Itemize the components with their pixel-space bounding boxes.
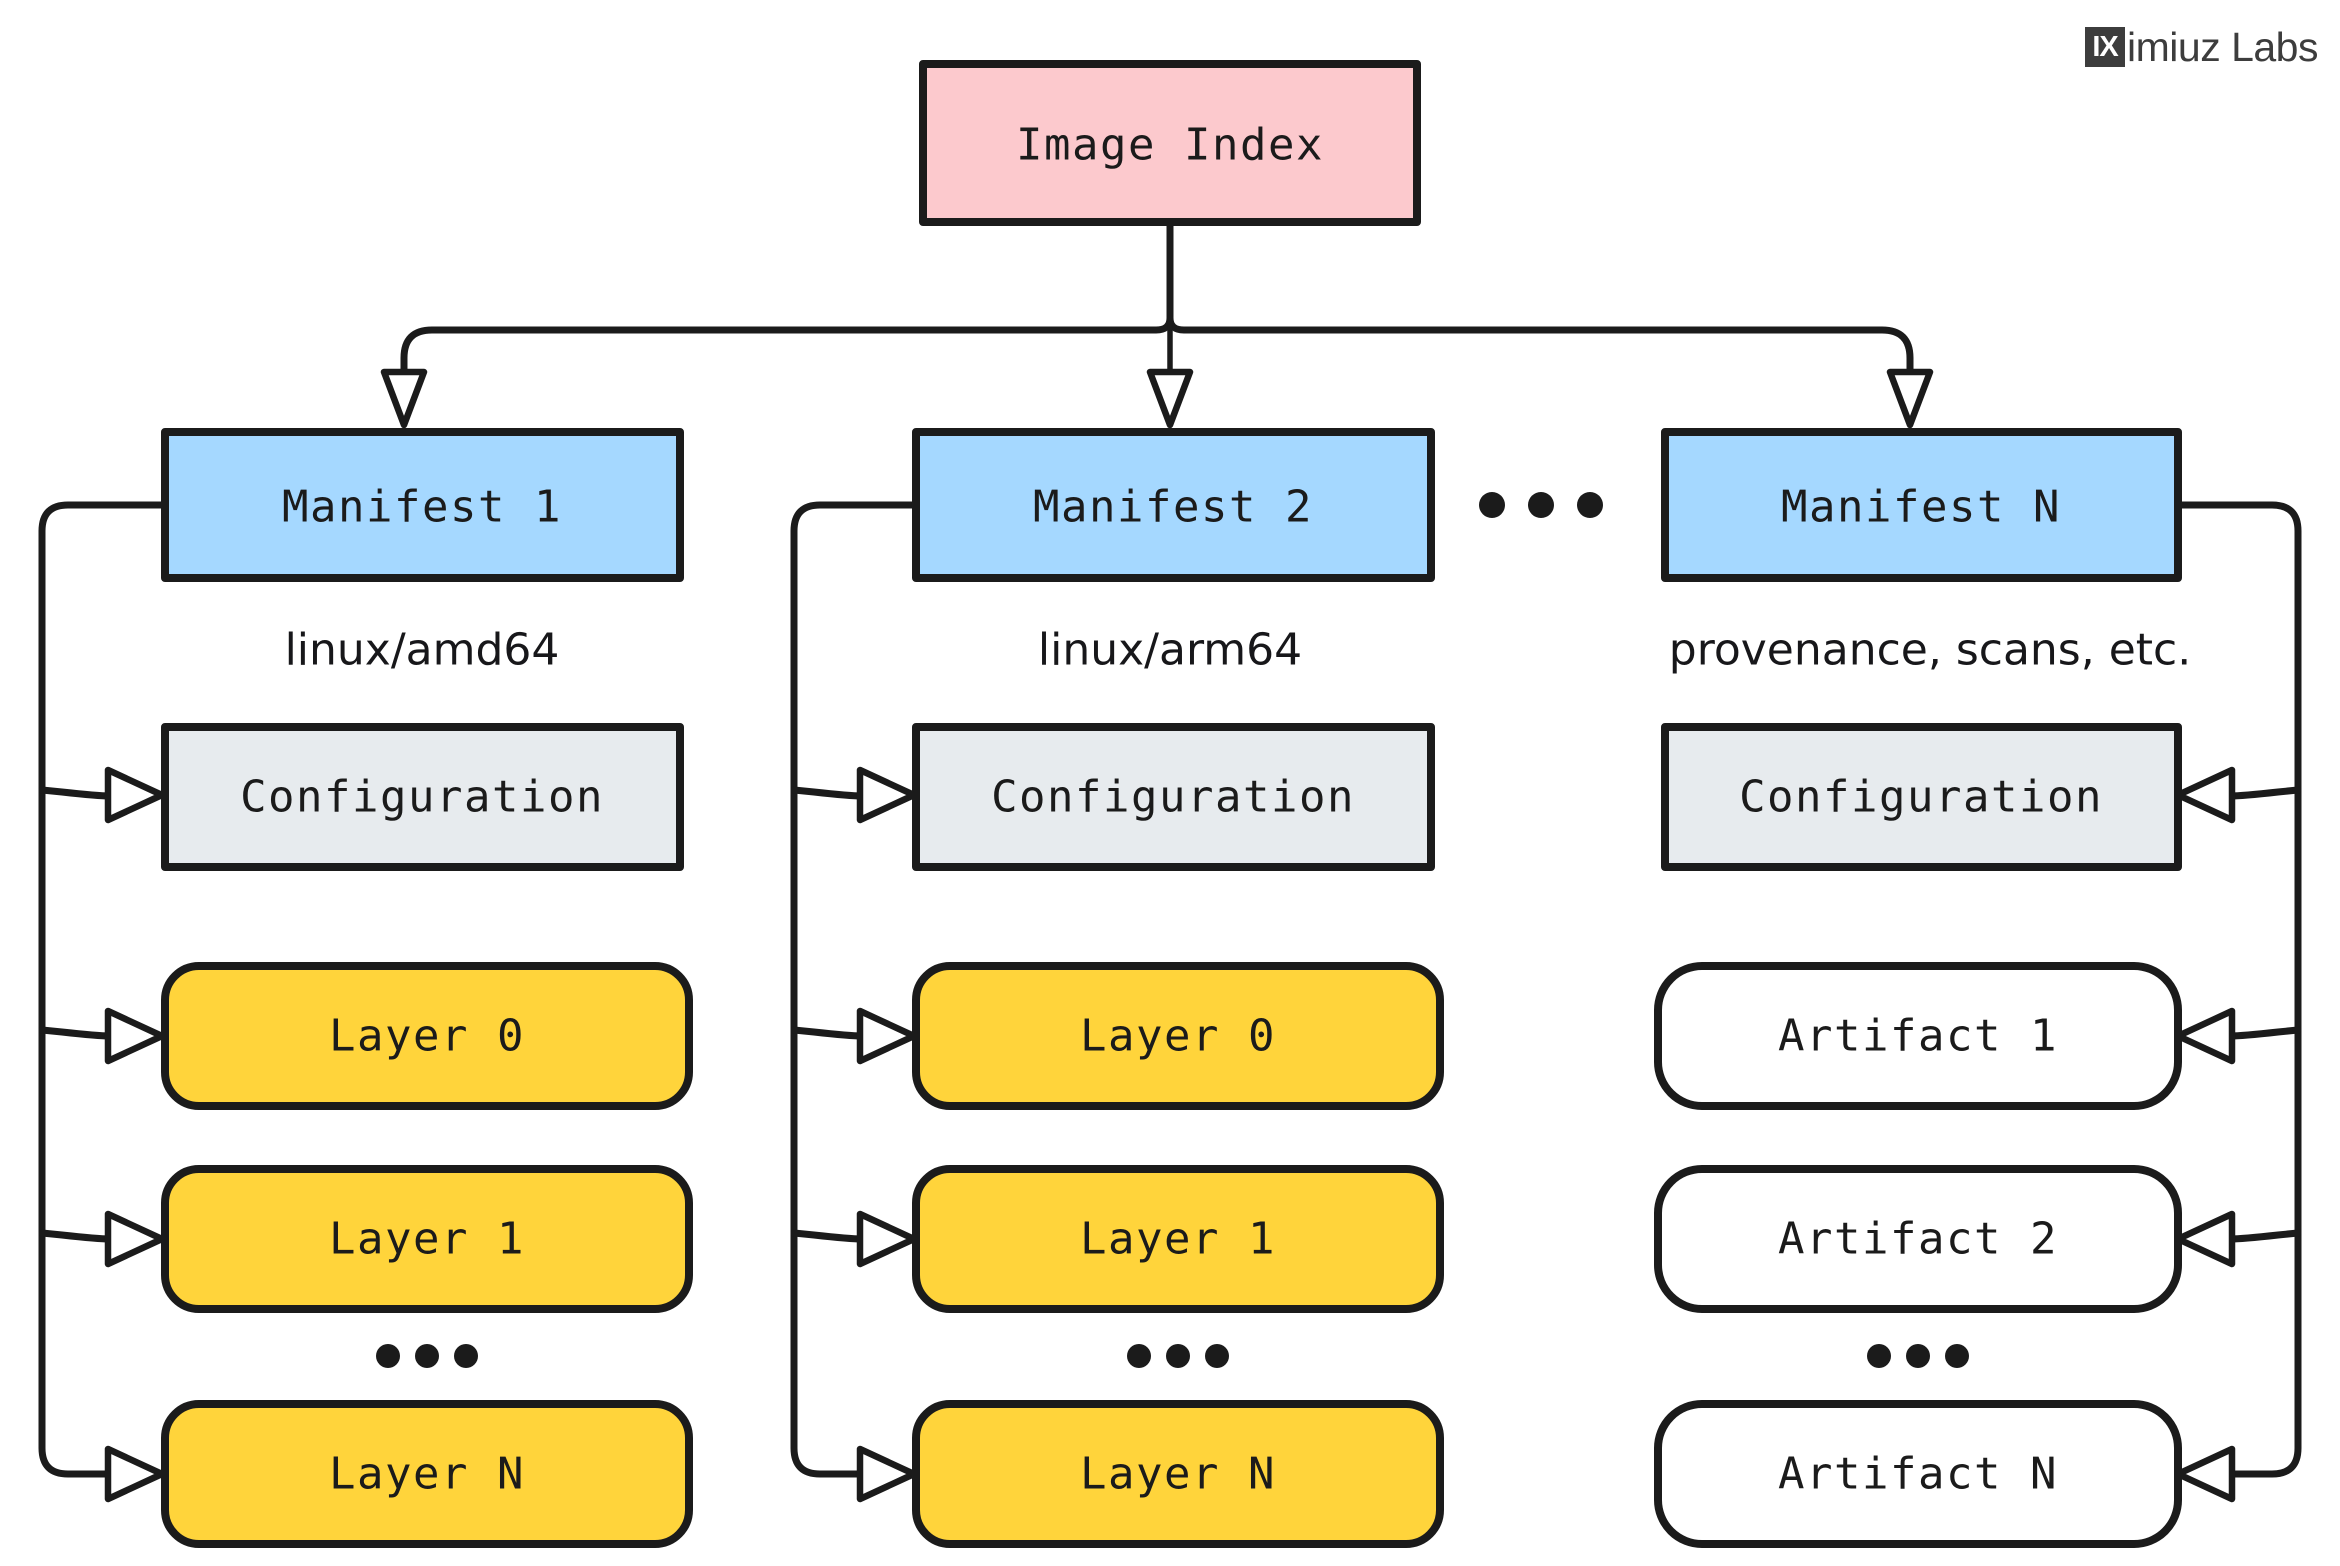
column-manifest-1: Manifest 1 linux/amd64 Configuration Lay… — [161, 428, 693, 1548]
edge-manifest-2-to-config — [790, 786, 914, 800]
ellipsis-dot — [1906, 1344, 1930, 1368]
config-1-label: Configuration — [240, 772, 604, 823]
edge-manifest-n-to-artifact-1 — [2178, 1026, 2302, 1040]
arrowhead-right-layer-n-c2 — [856, 1445, 918, 1503]
edge-group-manifest-1-children — [38, 501, 169, 1503]
manifest-n-platform-label: provenance, scans, etc. — [1669, 625, 2191, 676]
manifest-1-label: Manifest 1 — [282, 482, 562, 533]
ellipsis-dot — [1867, 1344, 1891, 1368]
edge-index-to-manifest-n — [1166, 218, 1914, 374]
artifact-n-label: Artifact N — [1778, 1449, 2058, 1500]
edge-manifest-n-to-config — [2178, 786, 2302, 800]
arrowhead-right-layer-1-c1 — [104, 1210, 166, 1268]
ellipsis-dot — [1528, 492, 1554, 518]
edge-manifest-n-to-artifact-2 — [2178, 1229, 2302, 1243]
arrowhead-down-manifest-n — [1886, 368, 1934, 429]
manifest-row-ellipsis — [1479, 492, 1603, 518]
arrowhead-left-artifact-2 — [2174, 1210, 2236, 1268]
arrowhead-right-layer-1-c2 — [856, 1210, 918, 1268]
config-n-label: Configuration — [1739, 772, 2103, 823]
ellipsis-dot — [1945, 1344, 1969, 1368]
rail-manifest-2 — [790, 501, 920, 1478]
artifact-2-box[interactable] — [1654, 1165, 2182, 1313]
ellipsis-dot — [1166, 1344, 1190, 1368]
node-image-index[interactable]: Image Index — [919, 60, 1421, 226]
layer-n-c1-label: Layer N — [329, 1449, 525, 1500]
brand-name-label: imiuz Labs — [2127, 23, 2318, 70]
layer-1-c2-box[interactable] — [912, 1165, 1444, 1313]
layer-0-c2-box[interactable] — [912, 962, 1444, 1110]
edge-manifest-2-to-layer-1 — [790, 1229, 914, 1243]
layer-0-c1-label: Layer 0 — [329, 1011, 525, 1062]
ellipsis-dot — [1577, 492, 1603, 518]
arrowhead-down-manifest-1 — [380, 368, 428, 429]
image-index-label: Image Index — [1016, 120, 1324, 171]
artifact-1-label: Artifact 1 — [1778, 1011, 2058, 1062]
layer-0-c1-box[interactable] — [161, 962, 693, 1110]
ellipsis-dot — [1127, 1344, 1151, 1368]
edge-group-manifest-2-children — [790, 501, 920, 1503]
manifest-2-box[interactable] — [912, 428, 1435, 582]
layer-n-c1-box[interactable] — [161, 1400, 693, 1548]
manifest-1-platform-label: linux/amd64 — [285, 625, 560, 676]
config-2-label: Configuration — [991, 772, 1355, 823]
ellipsis-dot — [454, 1344, 478, 1368]
rail-manifest-n — [2174, 501, 2302, 1478]
arrowhead-right-config-2 — [856, 766, 918, 824]
edge-group-index-to-manifests — [380, 218, 1934, 429]
arrowhead-right-layer-0-c2 — [856, 1007, 918, 1065]
artifact-gap-ellipsis — [1867, 1344, 1969, 1368]
ellipsis-dot — [415, 1344, 439, 1368]
manifest-1-box[interactable] — [161, 428, 684, 582]
arrowhead-right-config-1 — [104, 766, 166, 824]
edge-index-to-manifest-1 — [400, 218, 1174, 374]
layer-1-c2-label: Layer 1 — [1080, 1214, 1276, 1265]
arrowhead-left-artifact-n — [2174, 1445, 2236, 1503]
edge-manifest-1-to-config — [38, 786, 162, 800]
layer-0-c2-label: Layer 0 — [1080, 1011, 1276, 1062]
rail-manifest-1 — [38, 501, 169, 1478]
iximiuz-mark-icon: IX — [2085, 27, 2126, 67]
arrowhead-right-layer-n-c1 — [104, 1445, 166, 1503]
layer-n-c2-label: Layer N — [1080, 1449, 1276, 1500]
column-manifest-n: Manifest N provenance, scans, etc. Confi… — [1654, 428, 2191, 1548]
brand-logo: IX imiuz Labs — [2085, 20, 2318, 74]
artifact-n-box[interactable] — [1654, 1400, 2182, 1548]
edge-manifest-1-to-layer-0 — [38, 1026, 162, 1040]
edge-manifest-1-to-layer-1 — [38, 1229, 162, 1243]
ellipsis-dot — [1479, 492, 1505, 518]
config-n-box[interactable] — [1661, 723, 2182, 871]
arrowhead-left-artifact-1 — [2174, 1007, 2236, 1065]
layer-1-c1-box[interactable] — [161, 1165, 693, 1313]
edge-group-manifest-n-children — [2174, 501, 2302, 1503]
manifest-2-label: Manifest 2 — [1033, 482, 1313, 533]
manifest-2-platform-label: linux/arm64 — [1038, 625, 1302, 676]
layer-gap-ellipsis-c1 — [376, 1344, 478, 1368]
config-1-box[interactable] — [161, 723, 684, 871]
manifest-n-label: Manifest N — [1781, 482, 2061, 533]
arrowhead-right-layer-0-c1 — [104, 1007, 166, 1065]
manifest-n-box[interactable] — [1661, 428, 2182, 582]
ellipsis-dot — [1205, 1344, 1229, 1368]
arrowhead-left-config-n — [2174, 766, 2236, 824]
artifact-1-box[interactable] — [1654, 962, 2182, 1110]
edge-manifest-2-to-layer-0 — [790, 1026, 914, 1040]
layer-n-c2-box[interactable] — [912, 1400, 1444, 1548]
image-index-box[interactable] — [919, 60, 1421, 226]
ellipsis-dot — [376, 1344, 400, 1368]
config-2-box[interactable] — [912, 723, 1435, 871]
arrowhead-down-manifest-2 — [1146, 368, 1194, 429]
layer-gap-ellipsis-c2 — [1127, 1344, 1229, 1368]
artifact-2-label: Artifact 2 — [1778, 1214, 2058, 1265]
column-manifest-2: Manifest 2 linux/arm64 Configuration Lay… — [912, 428, 1444, 1548]
layer-1-c1-label: Layer 1 — [329, 1214, 525, 1265]
